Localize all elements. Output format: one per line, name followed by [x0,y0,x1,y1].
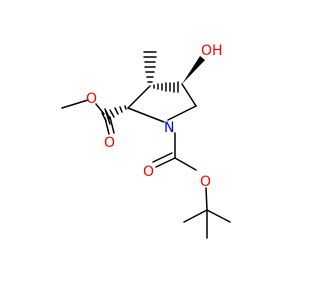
bond-ester-carbonyl-2 [104,117,110,135]
bond-ester-o-methyl [61,99,89,109]
bond-boc-carbonyl-1 [155,157,176,168]
structure-diagram: OH N O O O O [61,43,231,239]
boc-carbonyl-oxygen-label: O [143,164,154,180]
boc-ester-oxygen-label: O [200,174,211,190]
bond-ester-c-to-o [95,103,105,115]
bond-c2-n1 [127,107,165,123]
bond-ester-c-o-single [104,108,111,125]
molecule-canvas: OH N O O O O [61,43,231,239]
bond-c2-c3 [127,85,151,109]
bond-ester-carbonyl-1 [109,116,115,134]
bond-boc-o-tbu [205,187,208,211]
hashed-bond-c3-c4 [153,81,179,93]
bond-boc-carbonyl-2 [152,152,173,163]
nitrogen-label: N [164,120,174,136]
bond-tbu-methyl-1 [183,209,208,223]
ester-carbonyl-oxygen-label: O [104,135,115,151]
hashed-bond-c3-methyl [143,51,157,83]
bond-c5-n1 [167,105,197,121]
bond-tbu-methyl-2 [206,209,231,223]
bond-boc-c-o [174,157,197,171]
wedge-bond-c4-oh [182,56,205,84]
bond-c4-c5 [181,83,197,107]
hydroxyl-label: OH [201,43,223,59]
ester-oxygen-label: O [86,91,97,107]
